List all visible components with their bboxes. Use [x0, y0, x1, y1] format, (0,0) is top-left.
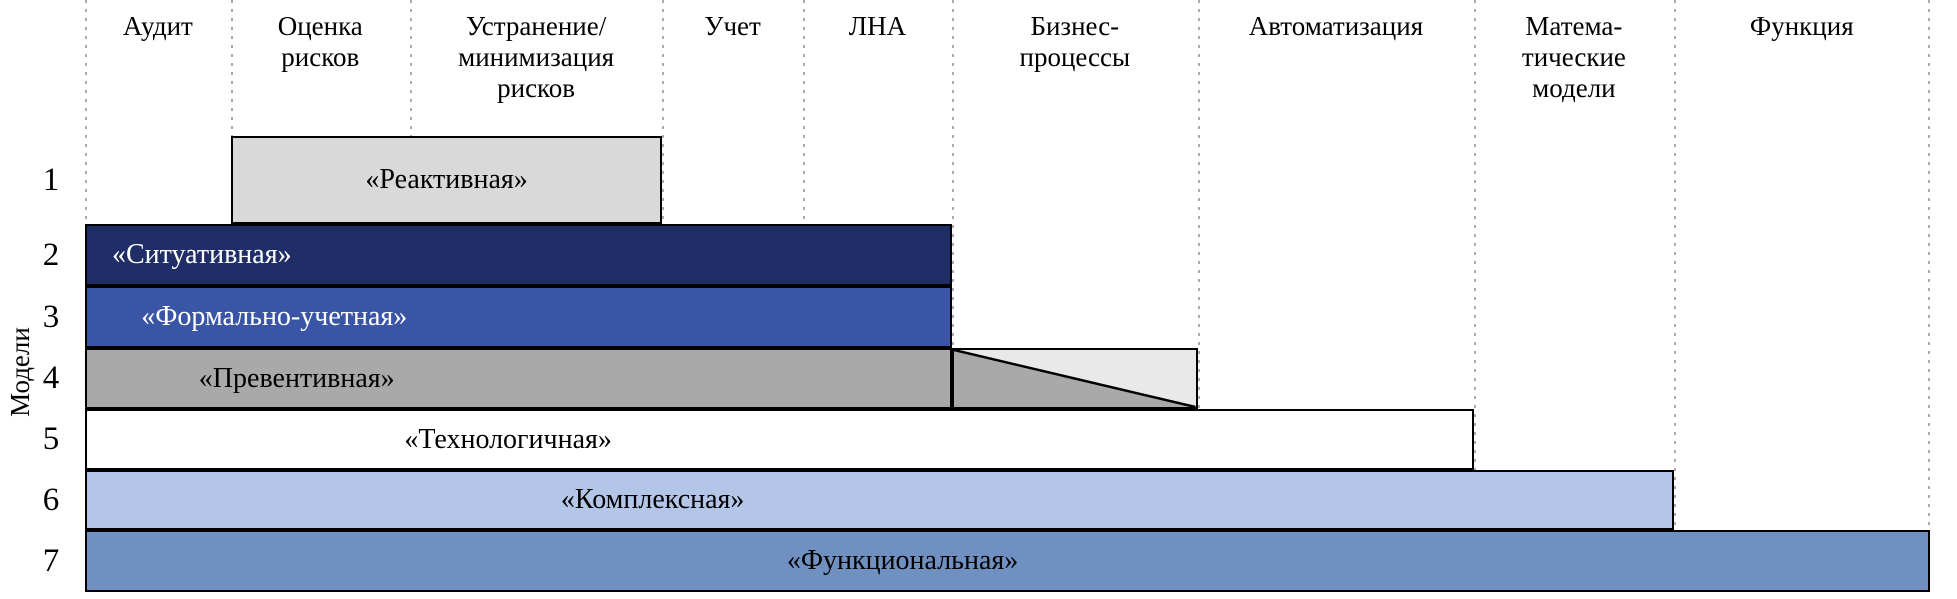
column-header-risk-mitigation: Устранение/ минимизация рисков: [458, 11, 615, 103]
row-number-2: 2: [42, 237, 60, 273]
row-number-5: 5: [42, 421, 60, 457]
bar-model-5: «Технологичная»: [85, 409, 1475, 470]
row-number-3: 3: [42, 299, 60, 335]
bar-model-7: «Функциональная»: [85, 530, 1930, 592]
bar-label: «Реактивная»: [365, 164, 528, 195]
bar-model-6: «Комплексная»: [85, 470, 1674, 530]
bar-label: «Технологичная»: [404, 423, 612, 455]
bar-label: «Формально-учетная»: [141, 301, 408, 332]
diagonal-split-shape: [954, 350, 1196, 407]
column-separator: [1197, 0, 1200, 592]
column-separator: [1673, 0, 1676, 592]
bar-model-4: «Превентивная»: [85, 348, 953, 409]
column-header-math-models: Матема- тические модели: [1521, 11, 1626, 103]
bar-label: «Комплексная»: [560, 484, 745, 515]
row-number-1: 1: [42, 162, 60, 198]
column-header-business-processes: Бизнес- процессы: [1019, 11, 1131, 72]
column-header-audit: Аудит: [122, 11, 193, 41]
row-number-4: 4: [42, 360, 60, 396]
bar-model-2: «Ситуативная»: [85, 224, 953, 286]
column-header-function: Функция: [1749, 11, 1854, 41]
column-separator: [1474, 0, 1477, 592]
column-header-automation: Автоматизация: [1248, 11, 1424, 41]
bar-model-3: «Формально-учетная»: [85, 286, 953, 348]
column-header-lna: ЛНА: [848, 11, 907, 41]
column-header-risk-assessment: Оценка рисков: [277, 11, 363, 72]
column-header-accounting: Учет: [704, 11, 761, 41]
row-number-7: 7: [42, 543, 60, 579]
bar-model-1: «Реактивная»: [230, 136, 663, 224]
bar-model-4-partial-extension: [952, 348, 1198, 409]
bar-label: «Ситуативная»: [112, 239, 292, 270]
column-separator: [952, 0, 955, 592]
chart-area: Аудит Оценка рисков Устранение/ минимиза…: [85, 0, 1930, 599]
bar-label: «Превентивная»: [198, 362, 395, 394]
column-separator: [1928, 0, 1930, 592]
row-number-6: 6: [42, 482, 60, 518]
bar-label: «Функциональная»: [786, 545, 1019, 576]
